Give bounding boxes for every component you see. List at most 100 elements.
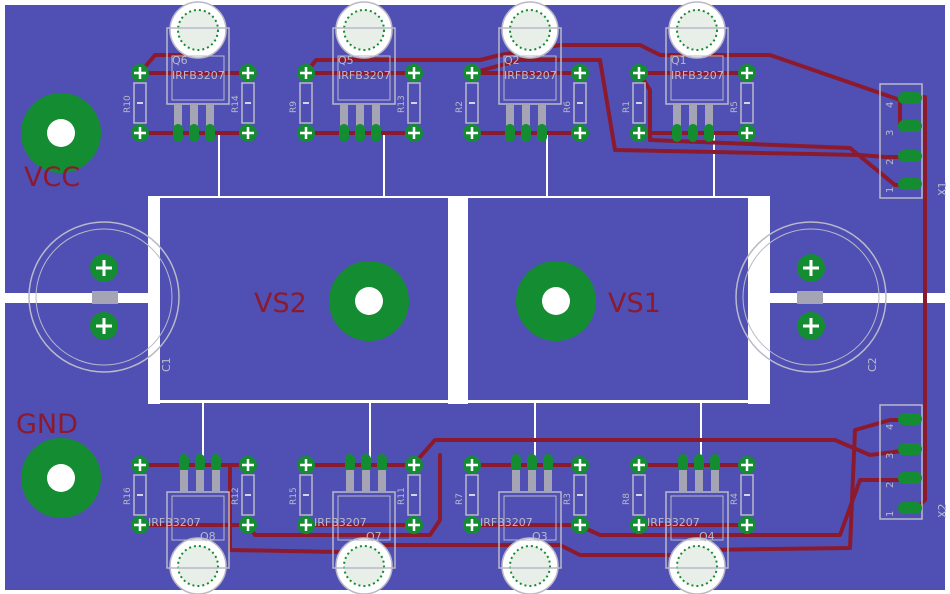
resistor-r3-pad-b <box>571 516 589 534</box>
svg-text:4: 4 <box>885 102 896 108</box>
svg-text:4: 4 <box>885 424 896 430</box>
c1-ref: C1 <box>160 357 173 372</box>
resistor-r6-ref: R6 <box>563 101 573 113</box>
cutout-center-vertical <box>448 196 468 404</box>
resistor-r8-pad-b <box>630 516 648 534</box>
q5-mount-hole <box>335 1 393 59</box>
resistor-r9-pad-a <box>297 64 315 82</box>
vcc-label: VCC <box>24 162 80 193</box>
q4-ref: Q4 <box>699 530 715 543</box>
q1-mount-hole <box>668 1 726 59</box>
resistor-r8-pad-a <box>630 456 648 474</box>
resistor-r6-pad-b <box>571 124 589 142</box>
capacitor-c2: C2 <box>735 221 887 373</box>
resistor-r10-pad-a <box>131 64 149 82</box>
resistor-r11-pad-a <box>405 456 423 474</box>
svg-text:1: 1 <box>885 511 896 517</box>
resistor-r9: R9 <box>289 64 315 142</box>
connector-x1: 4 3 2 1 X1 <box>879 83 949 199</box>
resistor-r12-ref: R12 <box>231 487 241 505</box>
x2-ref: X2 <box>936 503 949 518</box>
resistor-r10-ref: R10 <box>123 95 133 113</box>
svg-text:1: 1 <box>885 187 896 193</box>
trace-long-bottom-1 <box>228 418 912 557</box>
resistor-r3-ref: R3 <box>563 493 573 505</box>
resistor-r5-ref: R5 <box>730 101 740 113</box>
q6-ref: Q6 <box>172 54 188 67</box>
vs2-label: VS2 <box>254 288 307 319</box>
resistor-r15-pad-b <box>297 516 315 534</box>
q7-part: IRFB3207 <box>314 516 367 529</box>
vs2-pad-hole <box>355 287 383 315</box>
resistor-r4-pad-a <box>738 456 756 474</box>
vs1-pad-hole <box>542 287 570 315</box>
resistor-r12-pad-b <box>239 516 257 534</box>
resistor-r1: R1 <box>622 64 648 142</box>
q8-part: IRFB3207 <box>148 516 201 529</box>
connector-x2: 4 3 2 1 X2 <box>879 404 949 520</box>
q6-part: IRFB3207 <box>172 69 225 82</box>
resistor-r9-ref: R9 <box>289 101 299 113</box>
q3-part: IRFB3207 <box>480 516 533 529</box>
q2-mount-hole <box>501 1 559 59</box>
resistor-r7-ref: R7 <box>455 493 465 505</box>
q4-mount-hole <box>668 537 726 594</box>
resistor-r5-pad-a <box>738 64 756 82</box>
resistor-r9-pad-b <box>297 124 315 142</box>
resistor-r14-pad-b <box>239 124 257 142</box>
resistor-r3-pad-a <box>571 456 589 474</box>
resistor-r10: R10 <box>123 64 149 142</box>
cutout-left-vertical <box>148 196 160 404</box>
q3-mount-hole <box>501 537 559 594</box>
resistor-r4-ref: R4 <box>730 493 740 505</box>
resistor-r4-pad-b <box>738 516 756 534</box>
cutout-right-vertical <box>748 196 770 404</box>
cutout-left-horizontal <box>5 293 160 303</box>
q6-mount-hole <box>169 1 227 59</box>
resistor-r7-pad-b <box>463 516 481 534</box>
resistor-r15-ref: R15 <box>289 487 299 505</box>
capacitor-c1: C1 <box>28 221 180 373</box>
q7-ref: Q7 <box>366 530 382 543</box>
cutout-bottom-edge <box>160 400 755 403</box>
gnd-label: GND <box>16 409 78 440</box>
svg-text:3: 3 <box>885 130 896 136</box>
resistor-r5: R5 <box>730 64 756 142</box>
resistor-r11: R11 <box>397 456 423 534</box>
q5-part: IRFB3207 <box>338 69 391 82</box>
resistor-r11-pad-b <box>405 516 423 534</box>
q5-ref: Q5 <box>338 54 354 67</box>
resistor-r12-pad-a <box>239 456 257 474</box>
cutout-right-horizontal <box>770 293 945 303</box>
c2-ref: C2 <box>866 357 879 372</box>
resistor-r10-pad-b <box>131 124 149 142</box>
resistor-r13-pad-b <box>405 124 423 142</box>
mounting-pads <box>21 93 596 518</box>
resistor-r1-pad-b <box>630 124 648 142</box>
resistor-r16-pad-b <box>131 516 149 534</box>
x1-ref: X1 <box>936 181 949 196</box>
svg-text:2: 2 <box>885 159 896 165</box>
resistor-r8-ref: R8 <box>622 493 632 505</box>
q4-part: IRFB3207 <box>647 516 700 529</box>
resistor-r2-pad-a <box>463 64 481 82</box>
resistor-r16-ref: R16 <box>123 487 133 505</box>
svg-text:2: 2 <box>885 482 896 488</box>
trace-long-top-3 <box>637 71 912 187</box>
resistor-r3: R3 <box>563 456 589 534</box>
cutout-top-edge <box>160 196 755 198</box>
resistor-r13-pad-a <box>405 64 423 82</box>
q7-mount-hole <box>335 537 393 594</box>
resistor-r2-pad-b <box>463 124 481 142</box>
resistor-r1-ref: R1 <box>622 101 632 113</box>
net-labels: VCC GND VS2 VS1 <box>16 162 661 440</box>
q1-part: IRFB3207 <box>671 69 724 82</box>
